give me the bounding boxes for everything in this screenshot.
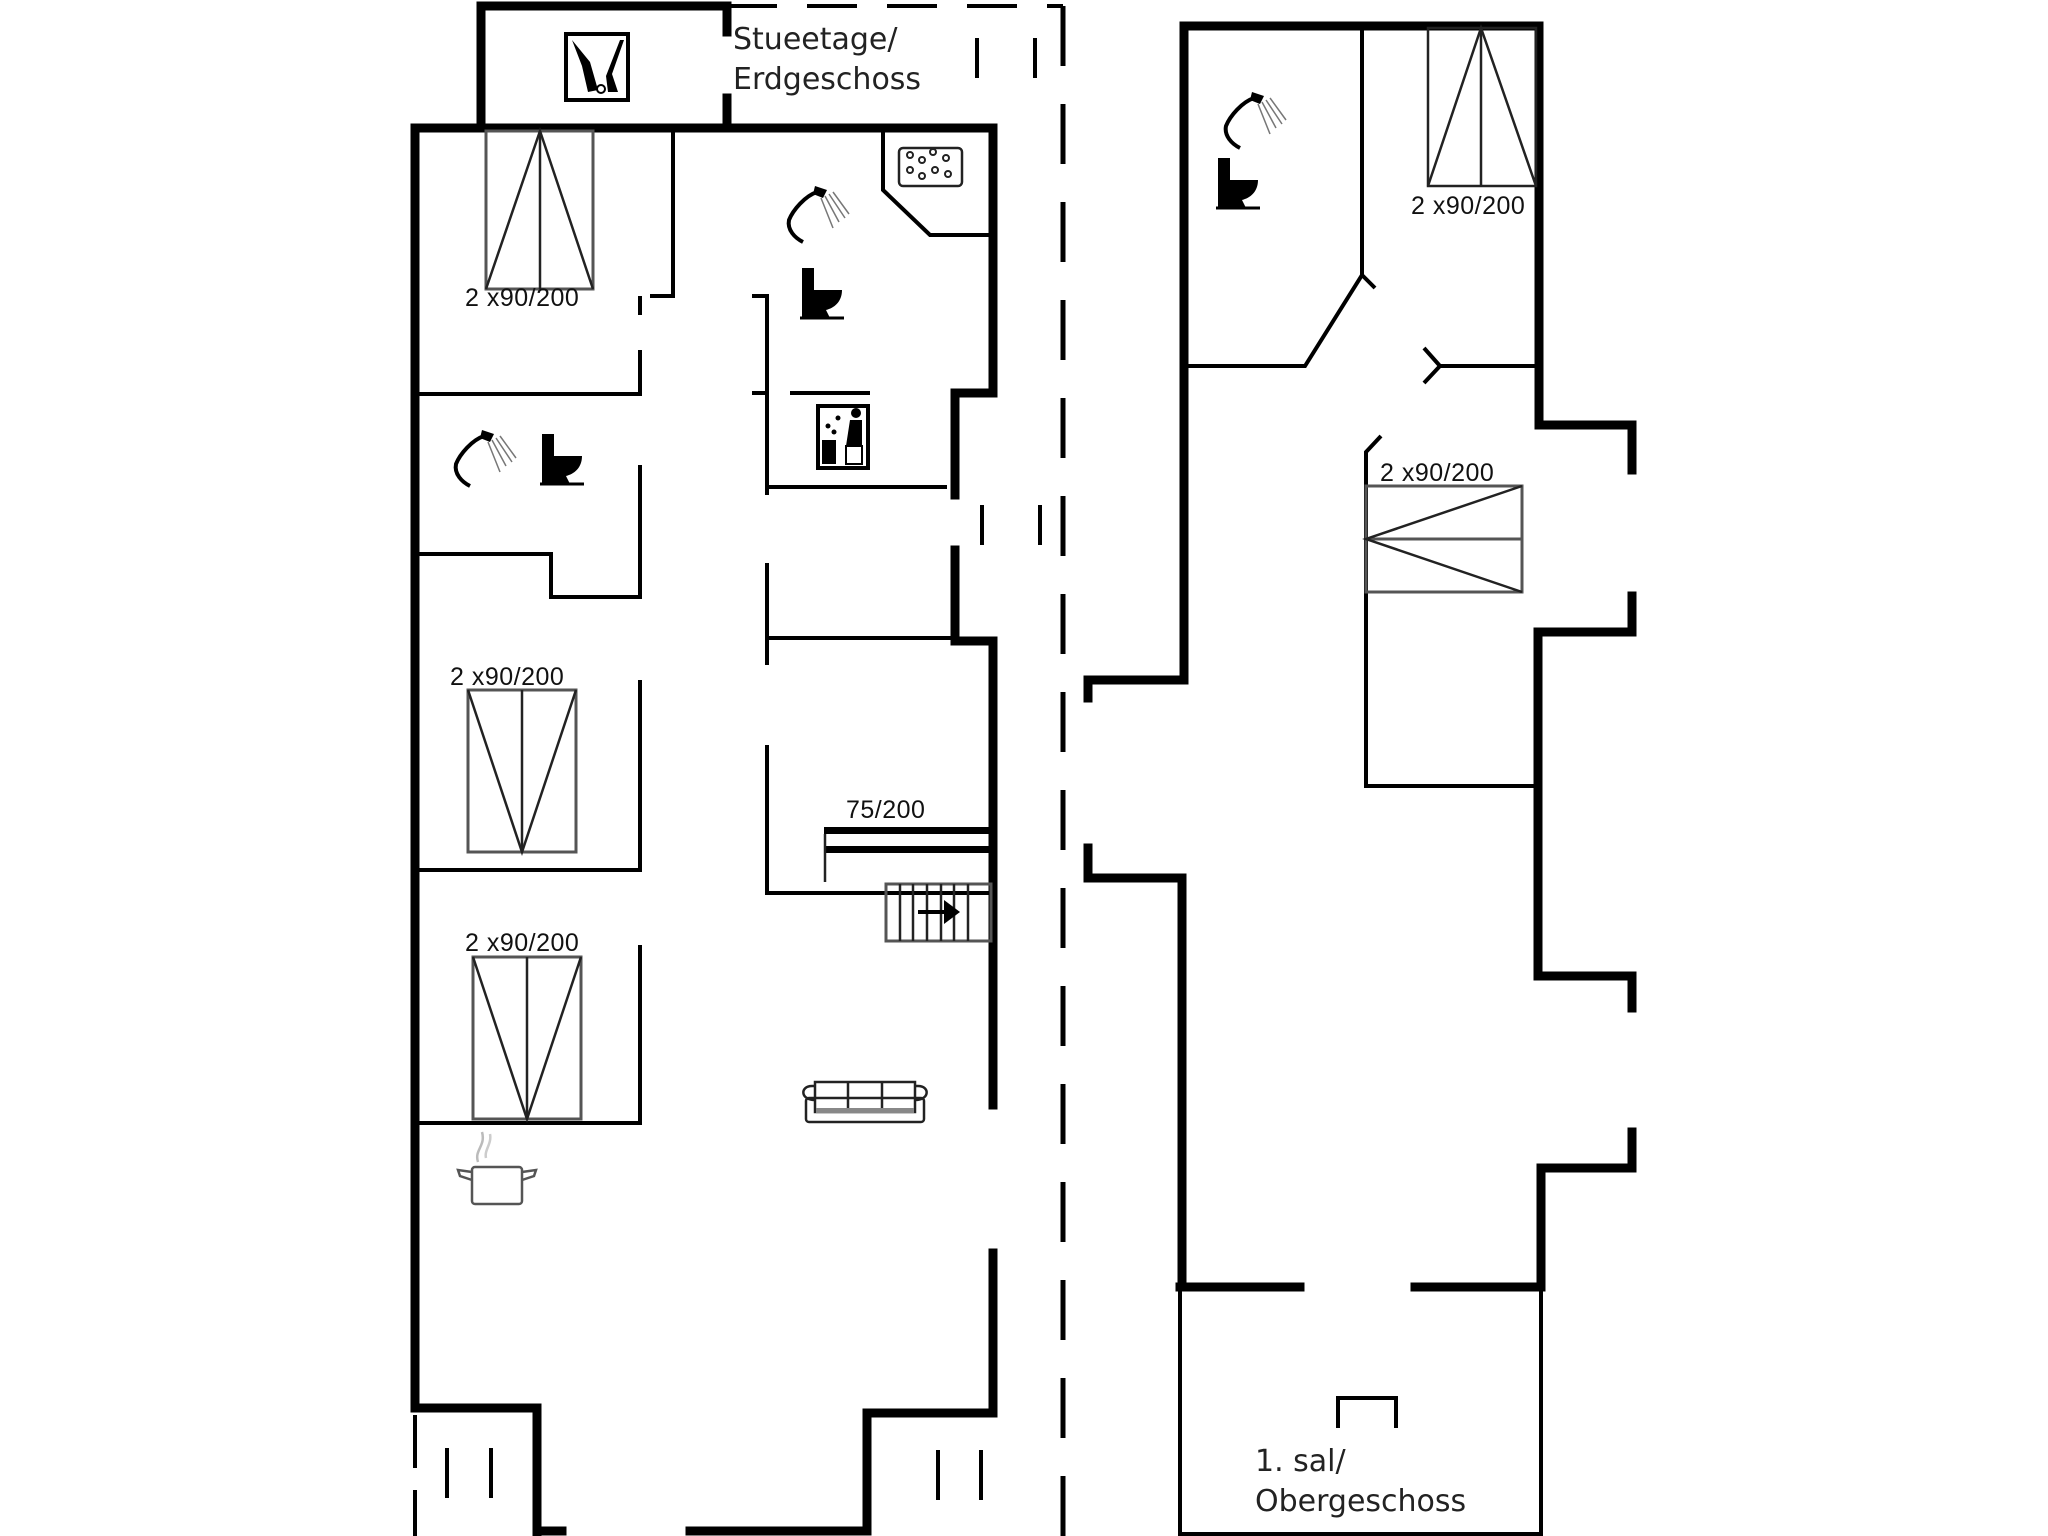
terrace-rail [445,1448,493,1498]
stair-opening-icon [1336,1396,1398,1428]
toilet-icon [800,268,844,320]
floor-label-ground: Stueetage/ Erdgeschoss [733,20,921,100]
spa-whirlpool-icon [897,146,964,188]
upper-left-lower-wall [1083,843,1187,1292]
bedroom-mid-wall [415,680,642,872]
floor-label-upper: 1. sal/ Obergeschoss [1255,1442,1466,1522]
door-swing [1360,273,1377,290]
bed-double-top-left [484,127,595,291]
door-swing [1422,346,1443,385]
cooking-pot-icon [456,1131,538,1206]
washing-machine-icon [564,32,630,102]
bath-wall-bottom [415,465,642,599]
spa-chamfer-wall [881,128,993,237]
bed-double-lower-left [471,955,583,1123]
upper-floor-plan [1083,21,1637,1536]
bed-double-top-right [1426,24,1538,188]
bottom-left-wall [410,1403,542,1536]
upper-left-wall [1083,21,1189,703]
bunk-bed [823,827,992,882]
sofa-icon [802,1080,928,1124]
bed-label: 2 x90/200 [450,663,565,691]
terrace-rail-top [975,38,1037,78]
annex-wall [476,1,732,133]
bed-label: 2 x90/200 [465,929,580,957]
bedroom-mid-wall [1364,434,1539,788]
floor-label-line2: Erdgeschoss [733,62,922,97]
bottom-right-wall [685,1248,998,1536]
stairs-icon [884,882,993,943]
bed-label: 75/200 [846,796,926,824]
bed-label: 2 x90/200 [465,284,580,312]
bed-label: 2 x90/200 [1380,459,1495,487]
interior-wall [650,128,675,298]
terrace-rail-mid [980,505,1042,545]
sauna-icon [816,404,870,470]
right-wall-middle [950,545,998,1110]
bathroom-wall [1184,26,1364,368]
upper-top-right-wall [1179,21,1637,475]
bed-label: 2 x90/200 [1411,192,1526,220]
bath-wall-top [415,350,642,396]
ground-floor-plan [410,1,1066,1536]
upper-right-lower-wall [1410,1127,1637,1292]
floor-label-line2: Obergeschoss [1255,1484,1467,1519]
balcony-walls [1178,1287,1543,1536]
bunk-room-wall [765,745,993,895]
shower-icon [453,430,517,488]
shower-icon [1223,92,1287,150]
bed-double-middle-left [466,688,578,856]
bedroom-low-wall [415,945,642,1125]
floor-label-line1: Stueetage/ [733,22,898,57]
shower-icon [786,186,850,244]
floor-label-line1: 1. sal/ [1255,1444,1346,1479]
terrace-rail-right [936,1450,983,1500]
corridor-wall-right [752,294,769,495]
right-wall-upper [950,123,998,500]
toilet-icon [1216,158,1260,210]
upper-right-wall [1533,591,1637,1013]
toilet-icon [540,434,584,486]
bed-double-middle-right [1362,484,1524,594]
